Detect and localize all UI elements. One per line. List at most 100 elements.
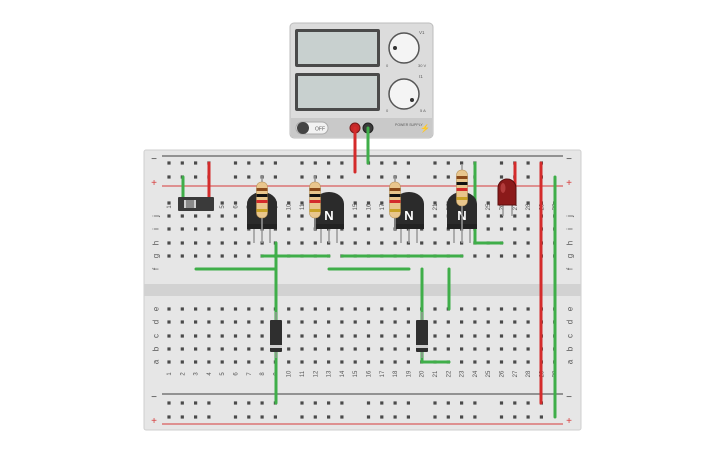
terminal-hole[interactable] [526,201,530,205]
terminal-hole[interactable] [194,347,198,351]
rail-hole[interactable] [340,415,344,419]
rail-hole[interactable] [366,401,371,405]
rail-hole[interactable] [446,161,450,165]
terminal-hole[interactable] [167,307,171,311]
terminal-hole[interactable] [499,254,504,258]
terminal-hole[interactable] [460,347,464,351]
terminal-hole[interactable] [207,254,211,258]
rail-hole[interactable] [194,161,198,165]
terminal-hole[interactable] [433,214,437,218]
terminal-hole[interactable] [366,241,371,245]
rail-hole[interactable] [433,415,437,419]
terminal-hole[interactable] [260,347,264,351]
terminal-hole[interactable] [180,227,184,231]
terminal-hole[interactable] [433,307,437,311]
rail-hole[interactable] [247,161,251,165]
rail-hole[interactable] [366,175,371,179]
terminal-hole[interactable] [247,254,251,258]
terminal-hole[interactable] [194,227,198,231]
terminal-hole[interactable] [287,320,291,324]
terminal-hole[interactable] [327,360,331,364]
terminal-hole[interactable] [327,334,331,338]
terminal-hole[interactable] [300,201,304,205]
rail-hole[interactable] [380,175,384,179]
terminal-hole[interactable] [340,360,344,364]
rail-hole[interactable] [327,161,331,165]
rail-hole[interactable] [300,401,304,405]
rail-hole[interactable] [194,415,198,419]
rail-hole[interactable] [300,161,304,165]
terminal-hole[interactable] [287,334,291,338]
terminal-hole[interactable] [473,320,477,324]
terminal-hole[interactable] [287,214,291,218]
terminal-hole[interactable] [513,227,517,231]
terminal-hole[interactable] [260,334,264,338]
terminal-hole[interactable] [194,360,198,364]
terminal-hole[interactable] [526,227,530,231]
rail-hole[interactable] [393,401,397,405]
terminal-hole[interactable] [393,360,397,364]
diode-2[interactable] [416,312,428,358]
rail-hole[interactable] [313,161,317,165]
terminal-hole[interactable] [207,360,211,364]
terminal-hole[interactable] [446,334,450,338]
terminal-hole[interactable] [167,320,171,324]
terminal-hole[interactable] [486,201,490,205]
terminal-hole[interactable] [486,360,490,364]
terminal-hole[interactable] [207,214,211,218]
terminal-hole[interactable] [513,307,517,311]
terminal-hole[interactable] [313,320,317,324]
rail-hole[interactable] [406,175,410,179]
terminal-hole[interactable] [446,320,450,324]
terminal-hole[interactable] [233,347,238,351]
rail-hole[interactable] [473,401,477,405]
terminal-hole[interactable] [287,241,291,245]
rail-hole[interactable] [446,415,450,419]
terminal-hole[interactable] [393,334,397,338]
resistor-4[interactable] [456,164,468,230]
rail-hole[interactable] [526,175,530,179]
terminal-hole[interactable] [287,307,291,311]
rail-hole[interactable] [313,415,317,419]
terminal-hole[interactable] [406,334,410,338]
terminal-hole[interactable] [180,307,184,311]
rail-hole[interactable] [260,415,264,419]
terminal-hole[interactable] [486,334,490,338]
terminal-hole[interactable] [207,320,211,324]
rail-hole[interactable] [273,161,277,165]
terminal-hole[interactable] [526,334,530,338]
led[interactable] [497,178,517,216]
rail-hole[interactable] [513,401,517,405]
terminal-hole[interactable] [194,254,198,258]
terminal-hole[interactable] [220,360,224,364]
rail-hole[interactable] [393,161,397,165]
terminal-hole[interactable] [207,241,211,245]
rail-hole[interactable] [207,415,211,419]
slide-switch[interactable] [178,197,214,211]
rail-hole[interactable] [180,401,184,405]
terminal-hole[interactable] [446,241,450,245]
rail-hole[interactable] [380,401,384,405]
terminal-hole[interactable] [526,320,530,324]
terminal-hole[interactable] [300,227,304,231]
resistor-1[interactable] [256,176,268,230]
terminal-hole[interactable] [180,320,184,324]
terminal-hole[interactable] [393,307,397,311]
terminal-hole[interactable] [247,347,251,351]
terminal-hole[interactable] [406,307,410,311]
terminal-hole[interactable] [513,320,517,324]
terminal-hole[interactable] [300,307,304,311]
rail-hole[interactable] [406,401,410,405]
power-supply[interactable]: V1 0 30 V I1 0 5 A OFF POWER SUPPLY ⚡ [289,22,434,139]
transistor-2[interactable]: N [314,192,344,243]
resistor-2[interactable] [309,176,321,230]
terminal-hole[interactable] [380,214,384,218]
terminal-hole[interactable] [486,227,490,231]
terminal-hole[interactable] [327,307,331,311]
terminal-hole[interactable] [300,347,304,351]
terminal-hole[interactable] [180,254,184,258]
terminal-hole[interactable] [473,347,477,351]
terminal-hole[interactable] [167,254,171,258]
terminal-hole[interactable] [180,241,184,245]
